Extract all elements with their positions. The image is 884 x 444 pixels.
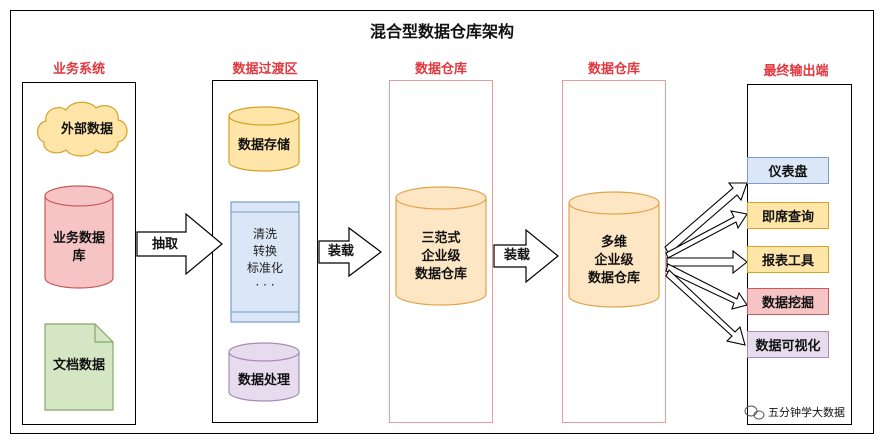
label-storage: 数据存储 bbox=[237, 138, 290, 153]
diagram-frame bbox=[10, 10, 874, 434]
panel-dw-normal bbox=[389, 80, 493, 423]
cloud-shape bbox=[36, 101, 128, 157]
panel-sources bbox=[22, 82, 136, 425]
watermark: 五分钟学大数据 bbox=[768, 404, 845, 420]
panel-dw-dim bbox=[562, 80, 666, 423]
diagram-title: 混合型数据仓库架构 bbox=[369, 22, 514, 41]
cylinder-business-db bbox=[44, 185, 114, 289]
label-external-data: 外部数据 bbox=[60, 122, 113, 137]
cylinder-dw-normal bbox=[395, 186, 487, 306]
arrow-label-load-1: 装载 bbox=[327, 244, 354, 259]
label-processing: 数据处理 bbox=[237, 373, 290, 388]
header-outputs: 最终输出端 bbox=[763, 64, 829, 79]
header-sources: 业务系统 bbox=[52, 62, 105, 77]
process-step-clean: 清洗 bbox=[252, 227, 277, 241]
output-data-mining: 数据挖掘 bbox=[747, 288, 829, 315]
document-shape bbox=[44, 323, 114, 411]
label-documents: 文档数据 bbox=[52, 358, 105, 373]
arrow-extract bbox=[136, 212, 223, 276]
cylinder-processing bbox=[228, 342, 300, 402]
process-step-transform: 转换 bbox=[252, 244, 277, 258]
output-adhoc-query: 即席查询 bbox=[747, 202, 829, 229]
process-step-more: · · · bbox=[255, 278, 275, 292]
output-dashboard: 仪表盘 bbox=[747, 157, 829, 184]
process-box bbox=[230, 201, 300, 323]
arrow-load-1 bbox=[318, 226, 382, 278]
process-steps: 清洗 转换 标准化 · · · bbox=[231, 226, 299, 294]
arrow-label-load-2: 装载 bbox=[503, 248, 530, 263]
arrow-load-2 bbox=[493, 228, 559, 284]
process-step-standardize: 标准化 bbox=[246, 261, 283, 275]
cylinder-dw-dim bbox=[568, 191, 660, 308]
arrows-fanout bbox=[664, 182, 748, 346]
label-dw-dim: 多维 企业级 数据仓库 bbox=[587, 235, 640, 286]
header-dw-normal: 数据仓库 bbox=[414, 62, 467, 77]
label-dw-normal: 三范式 企业级 数据仓库 bbox=[414, 231, 467, 282]
cylinder-storage bbox=[228, 106, 300, 172]
watermark-text: 五分钟学大数据 bbox=[768, 406, 845, 419]
output-visualization: 数据可视化 bbox=[747, 331, 829, 358]
label-business-db: 业务数据 库 bbox=[52, 231, 105, 264]
header-dw-dim: 数据仓库 bbox=[587, 62, 640, 77]
arrow-label-extract: 抽取 bbox=[151, 237, 178, 252]
wechat-icon bbox=[744, 405, 765, 420]
header-staging: 数据过渡区 bbox=[232, 62, 298, 77]
output-report-tool: 报表工具 bbox=[747, 246, 829, 273]
